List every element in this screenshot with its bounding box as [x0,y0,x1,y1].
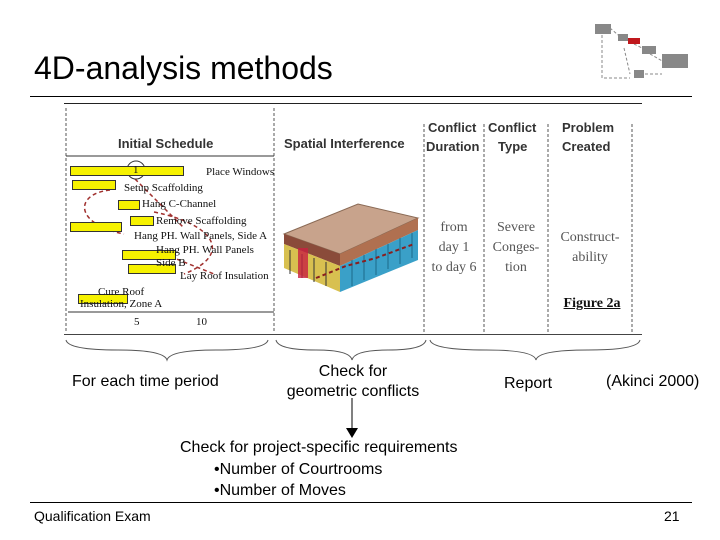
requirement-item: •Number of Courtrooms [214,461,383,478]
label-citation: (Akinci 2000) [606,373,700,390]
task-label: Hang PH. Wall Panels, Side A [134,230,268,242]
task-label: Lay Roof Insulation [180,270,269,282]
axis-tick-label: 5 [134,316,140,328]
schedule-marker: 1 [133,164,139,176]
task-label: Setup Scaffolding [124,182,203,194]
title-divider [30,96,692,97]
footer-label: Qualification Exam [34,508,151,524]
footer-divider [30,502,692,503]
header-initial-schedule: Initial Schedule [118,136,214,151]
problem-line-1: Construct- [560,230,620,245]
schedule-bar [130,216,154,226]
label-report: Report [504,375,553,392]
conflict-type-line-3: tion [505,260,527,275]
label-geometric-2: geometric conflicts [286,383,420,400]
schedule-bar [118,200,140,210]
header-conflict-type-2: Type [498,139,528,154]
building-3d-model [282,203,420,292]
schedule-bar [122,250,176,260]
header-conflict-type-1: Conflict [488,120,537,135]
requirement-item: •Number of Moves [214,482,346,499]
figure-caption: Figure 2a [563,296,621,311]
brace-geometric [275,339,427,361]
conflict-type-line-2: Conges- [492,240,540,255]
task-label: Place Windows [206,166,275,178]
figure-table: Initial Schedule Spatial Interference Co… [64,103,642,335]
header-spatial-interference: Spatial Interference [284,136,405,151]
task-label: Hang PH. Wall Panels [156,244,254,256]
header-problem-created-1: Problem [562,120,615,135]
duration-line-2: day 1 [438,240,470,255]
page-number: 21 [664,508,680,524]
schedule-bar [128,264,176,274]
brace-time-period [65,339,269,362]
axis-tick-label: 10 [196,316,207,328]
duration-line-1: from [440,220,468,235]
label-geometric-1: Check for [318,363,388,380]
header-conflict-duration-2: Duration [426,139,480,154]
label-time-period: For each time period [72,373,219,390]
schedule-bar [72,180,116,190]
slide-title: 4D-analysis methods [34,50,333,86]
task-label: Side B [156,257,186,269]
schedule-bar [70,222,122,232]
brace-report [429,339,641,361]
requirements-heading: Check for project-specific requirements [180,439,458,456]
problem-line-2: ability [572,250,608,265]
schedule-bar [78,294,128,304]
corner-logo-graphic [595,24,688,79]
conflict-type-line-1: Severe [496,220,536,235]
task-label: Insulation, Zone A [80,298,163,310]
header-conflict-duration-1: Conflict [428,120,477,135]
task-label: Hang C-Channel [142,198,217,210]
task-label: Cure Roof [98,286,145,298]
task-label: Remove Scaffolding [156,215,247,227]
schedule-bar [70,166,184,176]
duration-line-3: to day 6 [431,260,477,275]
header-problem-created-2: Created [562,139,611,154]
